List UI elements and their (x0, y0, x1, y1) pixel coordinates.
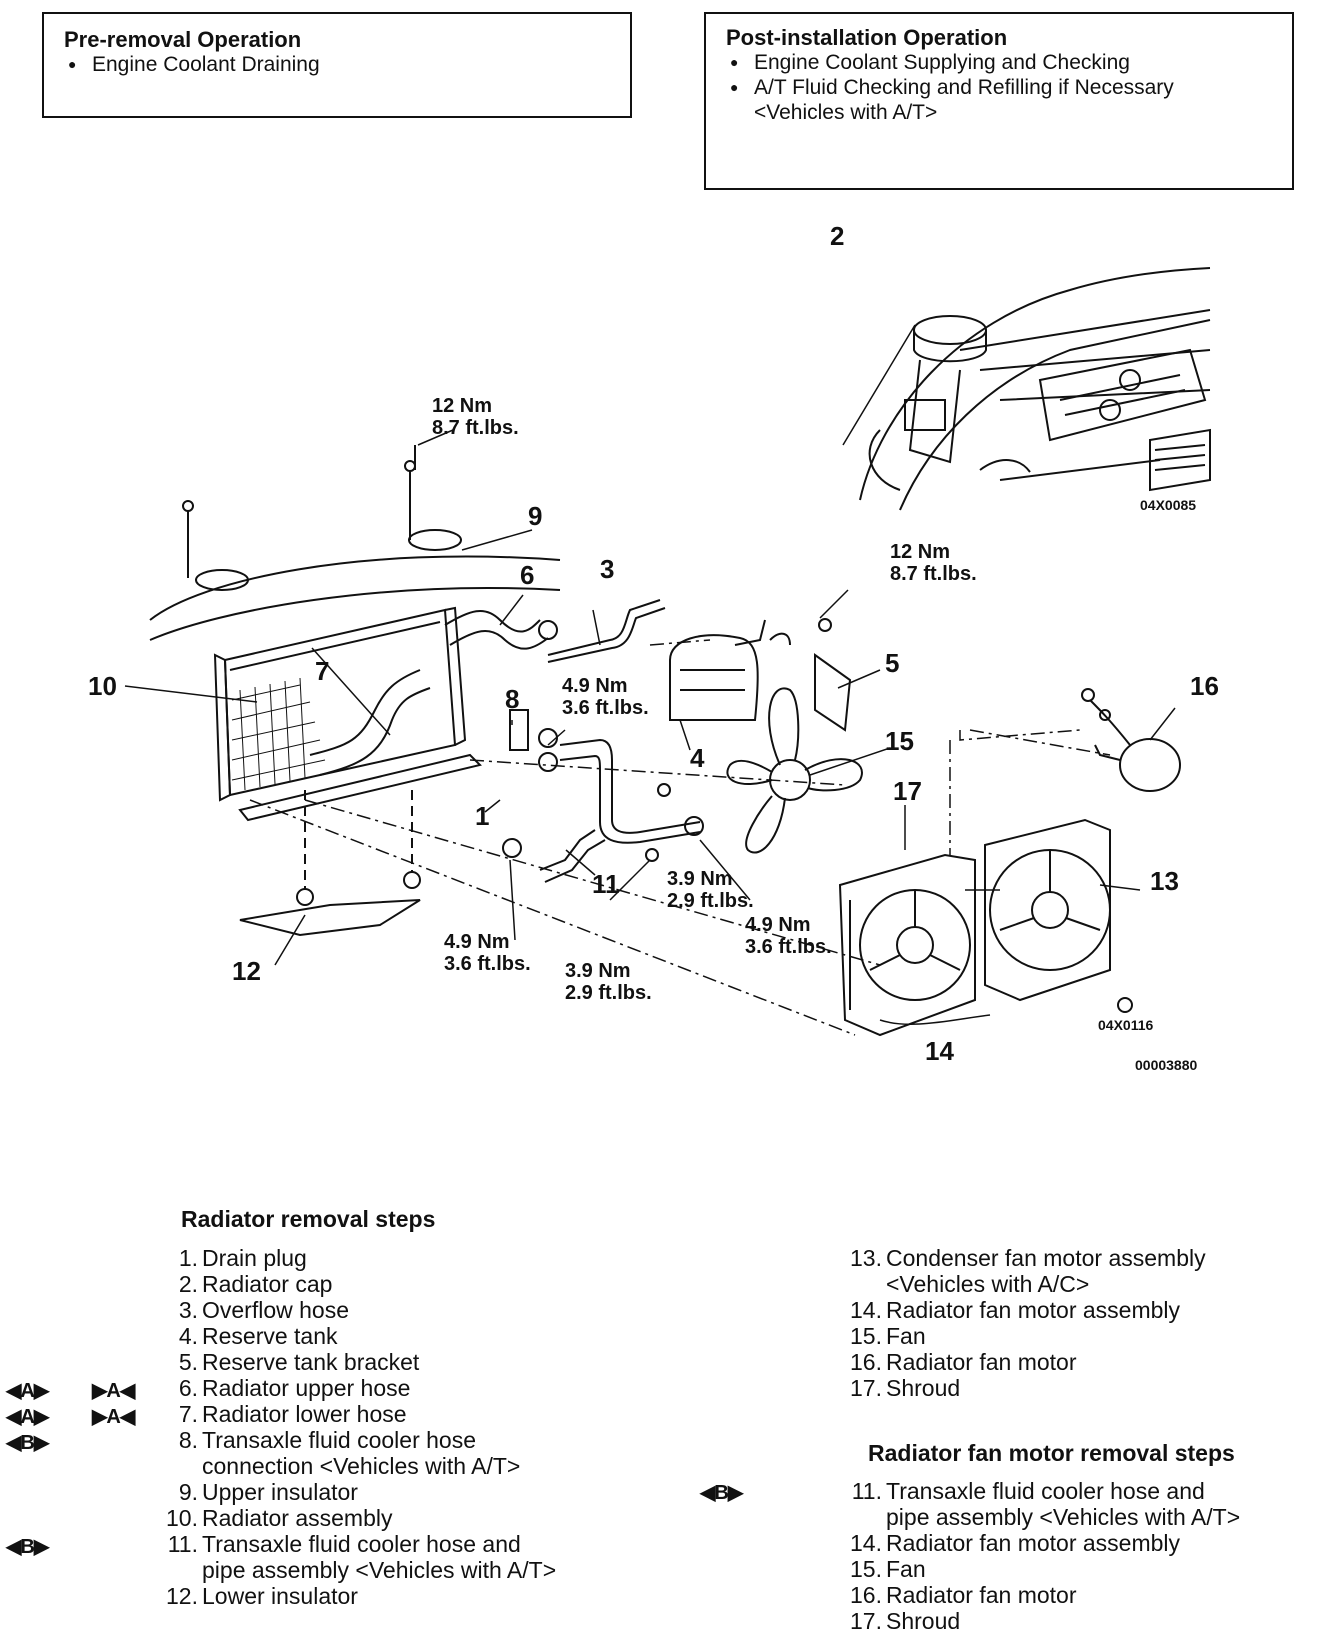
callout-15: 15 (885, 726, 914, 756)
service-marker-a: ▶A◀ (92, 1406, 135, 1428)
condenser-fan-drawing (984, 818, 1133, 1013)
list-item: 6.Radiator upper hose (178, 1375, 411, 1401)
torque-label: 4.9 Nm (444, 931, 510, 953)
pre-removal-box: Pre-removal Operation Engine Coolant Dra… (42, 12, 632, 118)
list-item: 7.Radiator lower hose (178, 1401, 407, 1427)
torque-label: 3.6 ft.lbs. (444, 953, 531, 975)
callout-14: 14 (925, 1036, 954, 1066)
service-marker-b: ◀B▶ (6, 1432, 49, 1454)
post-installation-item: Engine Coolant Supplying and Checking (726, 50, 1292, 75)
exploded-view-diagram: 2 3 4 5 6 7 8 9 10 1 11 12 13 14 15 16 1… (88, 221, 1219, 1073)
callout-7: 7 (315, 656, 329, 686)
callout-11: 11 (592, 869, 620, 899)
alignment-lines (249, 639, 1111, 1036)
list-item: 15.Fan (850, 1323, 926, 1349)
pre-removal-list: Engine Coolant Draining (64, 52, 630, 77)
list-item: 17.Shroud (850, 1608, 961, 1634)
list-item: 5.Reserve tank bracket (178, 1349, 420, 1375)
torque-label: 3.6 ft.lbs. (745, 936, 832, 958)
torque-label: 3.6 ft.lbs. (562, 697, 649, 719)
leader-lines (124, 324, 1176, 1025)
inset-figure-code: 04X0085 (1140, 497, 1196, 513)
list-item: 17.Shroud (850, 1375, 961, 1401)
removal-steps-title: Radiator removal steps (181, 1206, 436, 1232)
list-item: 14.Radiator fan motor assembly (850, 1530, 1181, 1556)
callout-8: 8 (505, 684, 519, 714)
list-item: 15.Fan (850, 1556, 926, 1582)
torque-label: 4.9 Nm (562, 675, 628, 697)
callout-16: 16 (1190, 671, 1219, 701)
document-code: 00003880 (1135, 1057, 1198, 1073)
service-marker-a: ◀A▶ (6, 1406, 49, 1428)
list-item: 9.Upper insulator (178, 1479, 358, 1505)
pre-removal-item: Engine Coolant Draining (64, 52, 630, 77)
torque-label: 2.9 ft.lbs. (667, 890, 754, 912)
callout-4: 4 (690, 743, 705, 773)
torque-label: 12 Nm (890, 541, 950, 563)
callout-1: 1 (475, 801, 489, 831)
list-item: 3.Overflow hose (178, 1297, 350, 1323)
service-marker-a: ▶A◀ (92, 1380, 135, 1402)
post-installation-item: A/T Fluid Checking and Refilling if Nece… (726, 75, 1292, 125)
removal-steps-continued-list: 13.Condenser fan motor assembly<Vehicles… (846, 1245, 1206, 1401)
callout-10: 10 (88, 671, 117, 701)
torque-label: 2.9 ft.lbs. (565, 982, 652, 1004)
post-item-subtext: <Vehicles with A/T> (754, 101, 938, 124)
list-item: 4.Reserve tank (178, 1323, 338, 1349)
list-item: 10.Radiator assembly (166, 1505, 393, 1531)
list-item: 16.Radiator fan motor (850, 1349, 1077, 1375)
post-installation-list: Engine Coolant Supplying and Checking A/… (726, 50, 1292, 125)
list-item: 1.Drain plug (178, 1245, 307, 1271)
torque-label: 8.7 ft.lbs. (432, 417, 519, 439)
post-installation-box: Post-installation Operation Engine Coola… (704, 12, 1294, 190)
pre-removal-title: Pre-removal Operation (64, 27, 302, 52)
radiator-drawing (149, 445, 561, 937)
fan-motor-drawing (1081, 688, 1181, 792)
callout-6: 6 (520, 560, 534, 590)
reserve-tank-drawing (547, 599, 852, 732)
list-item: 16.Radiator fan motor (850, 1582, 1077, 1608)
callout-13: 13 (1150, 866, 1179, 896)
callout-12: 12 (232, 956, 261, 986)
fan-motor-steps-title: Radiator fan motor removal steps (868, 1440, 1235, 1466)
callout-9: 9 (528, 501, 542, 531)
engine-inset-drawing (859, 267, 1211, 511)
service-marker-b: ◀B▶ (700, 1482, 743, 1504)
torque-label: 4.9 Nm (745, 914, 811, 936)
cooler-pipe-drawing (502, 709, 704, 883)
removal-steps-list: 1.Drain plug 2.Radiator cap 3.Overflow h… (162, 1245, 556, 1609)
callout-2: 2 (830, 221, 844, 251)
callout-5: 5 (885, 648, 899, 678)
torque-label: 3.9 Nm (565, 960, 631, 982)
post-installation-title: Post-installation Operation (726, 25, 1008, 50)
post-item-text: A/T Fluid Checking and Refilling if Nece… (754, 76, 1174, 99)
list-item: 12.Lower insulator (166, 1583, 358, 1609)
list-item: 13.Condenser fan motor assembly<Vehicles… (850, 1245, 1206, 1297)
torque-label: 12 Nm (432, 395, 492, 417)
callout-17: 17 (893, 776, 922, 806)
post-item-text: Engine Coolant Supplying and Checking (754, 51, 1130, 74)
main-figure-code: 04X0116 (1098, 1017, 1153, 1033)
service-marker-a: ◀A▶ (6, 1380, 49, 1402)
fan-drawing (726, 687, 863, 854)
callout-3: 3 (600, 554, 614, 584)
shroud-drawing (838, 853, 976, 1037)
torque-label: 3.9 Nm (667, 868, 733, 890)
service-marker-b: ◀B▶ (6, 1536, 49, 1558)
list-item: 14.Radiator fan motor assembly (850, 1297, 1181, 1323)
torque-label: 8.7 ft.lbs. (890, 563, 977, 585)
list-item: 2.Radiator cap (178, 1271, 333, 1297)
